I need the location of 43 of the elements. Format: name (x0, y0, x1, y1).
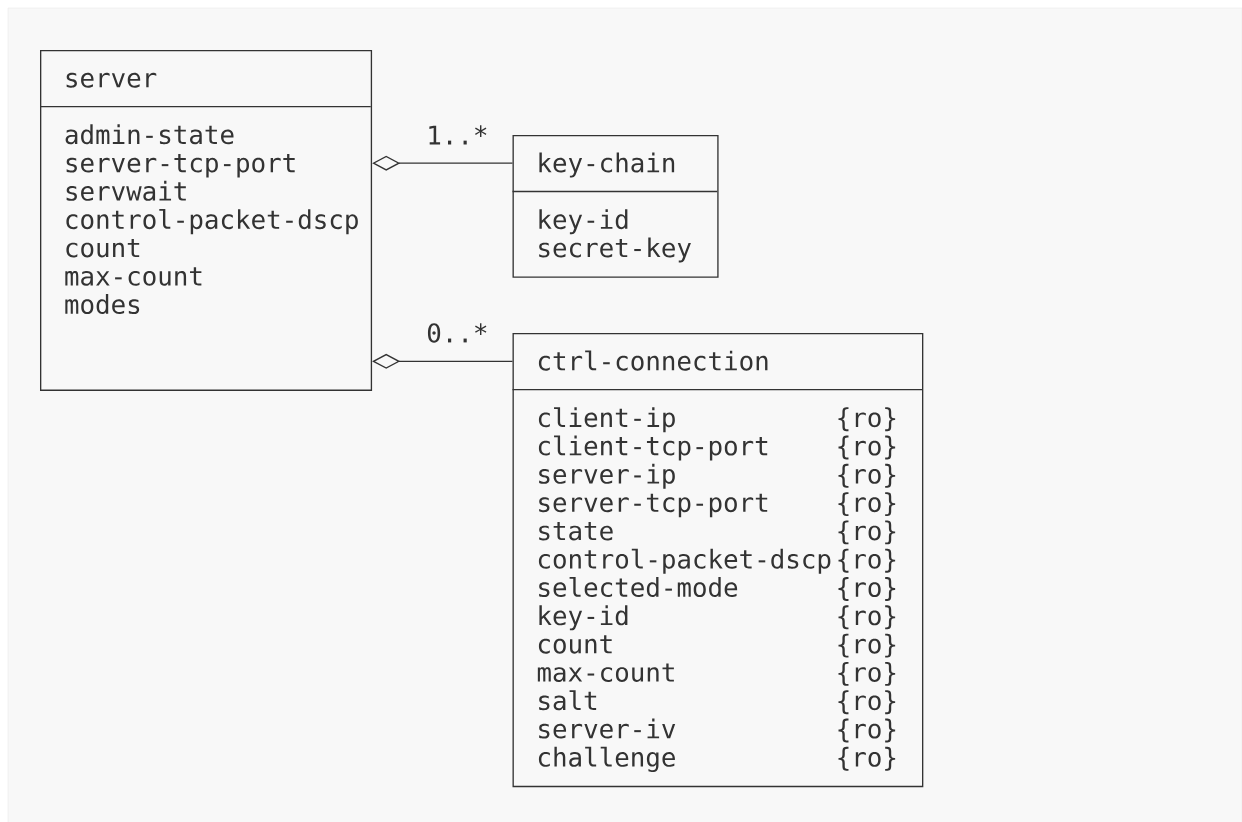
flag-text: {ro} (838, 633, 896, 658)
flag-text: {ro} (838, 577, 896, 601)
flag-text: {ro} (838, 661, 896, 686)
attribute-text: count (66, 238, 140, 258)
flag-text: {ro} (838, 463, 896, 488)
attribute-text: admin-state (65, 124, 234, 145)
association-line (372, 353, 514, 369)
attribute-text: state (539, 521, 613, 541)
attribute-text: client-tcp-port (538, 435, 768, 461)
class-box (511, 333, 924, 788)
attribute-text: max-count (537, 663, 674, 682)
attribute-text: secret-key (539, 237, 691, 263)
class-name: key-chain (539, 152, 675, 178)
attribute-text: control-packet-dscp (538, 548, 831, 574)
class-name: server (66, 72, 157, 88)
attribute-text: server-iv (539, 718, 676, 739)
flag-text: {ro} (838, 746, 896, 771)
attribute-text: servwait (66, 180, 186, 201)
flag-text: {ro} (838, 520, 896, 545)
flag-text: {ro} (838, 605, 896, 630)
attribute-text: client-ip (538, 407, 675, 433)
attribute-text: control-packet-dscp (66, 209, 358, 235)
association-line (372, 155, 514, 171)
attribute-text: server-tcp-port (66, 154, 295, 178)
attribute-text: challenge (538, 746, 675, 773)
flag-text: {ro} (838, 435, 896, 460)
attribute-text: modes (65, 294, 140, 315)
attribute-text: max-count (65, 267, 202, 286)
attribute-text: selected-mode (539, 576, 738, 598)
attribute-text: server-tcp-port (539, 493, 768, 518)
flag-text: {ro} (838, 718, 896, 743)
flag-text: {ro} (838, 407, 896, 432)
flag-text: {ro} (838, 690, 896, 715)
class-box (39, 50, 373, 391)
flag-text: {ro} (838, 492, 896, 517)
attribute-text: count (538, 635, 612, 654)
class-name: ctrl-connection (538, 350, 768, 371)
attribute-text: salt (539, 690, 597, 711)
attribute-text: key-id (539, 209, 628, 235)
class-box (511, 134, 719, 278)
attribute-text: server-ip (539, 463, 675, 489)
attribute-text: key-id (539, 605, 628, 631)
flag-text: {ro} (838, 548, 896, 573)
